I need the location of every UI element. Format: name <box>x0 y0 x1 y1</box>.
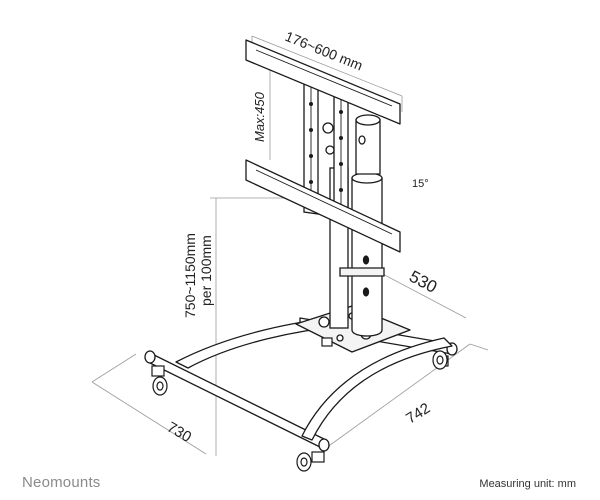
vesa-arms <box>245 39 401 253</box>
measuring-unit-note: Measuring unit: mm <box>479 478 576 490</box>
caster-rear-right <box>432 350 449 370</box>
vesa-bracket <box>303 77 349 223</box>
tilt-label: 15° <box>412 178 429 190</box>
caster-front-right <box>296 451 325 472</box>
caster-front-left <box>151 365 168 396</box>
height-step-label: per 100mm <box>198 235 214 306</box>
height-range-label: 750~1150mm <box>182 233 198 318</box>
base-width-right-label: 742 <box>403 400 433 428</box>
dimension-lines <box>91 35 489 456</box>
base-depth-label: 530 <box>406 267 440 297</box>
vesa-height-label: Max:450 <box>252 91 267 142</box>
base-width-left-label: 730 <box>164 419 194 446</box>
brand-logo-text: Neomounts <box>22 474 101 491</box>
caster-wheels <box>151 337 449 472</box>
caster-rear-left <box>321 337 333 347</box>
